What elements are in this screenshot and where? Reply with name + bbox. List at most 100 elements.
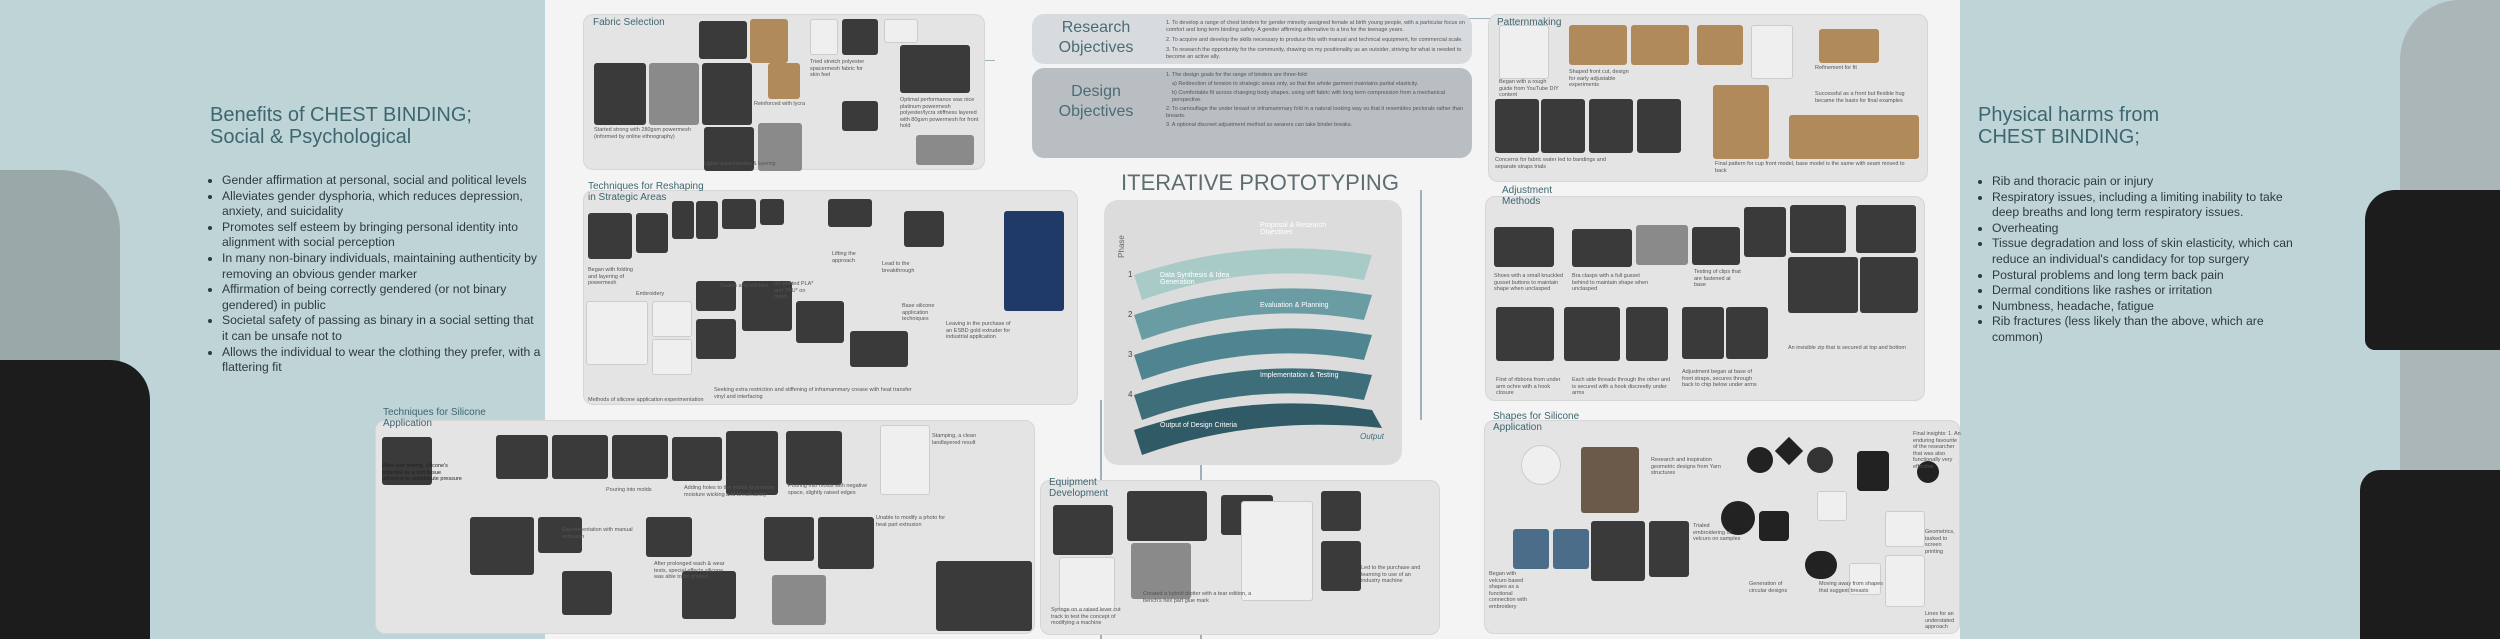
fabric-photo	[900, 45, 970, 93]
caption: Final pattern for cup front model, base …	[1715, 161, 1905, 174]
shape-photo	[1849, 563, 1881, 595]
fabric-photo	[842, 101, 878, 131]
shape-icon	[1857, 451, 1889, 491]
fabric-photo	[702, 63, 752, 125]
fabric-photo	[704, 127, 754, 171]
phase-number: 4	[1128, 390, 1133, 399]
shape-photo	[1513, 529, 1549, 569]
caption: Research and inspiration geometric desig…	[1651, 457, 1721, 476]
shape-icon	[1759, 511, 1789, 541]
adjustment-photo	[1572, 229, 1632, 267]
design-objectives: Design Objectives 1. The design goals fo…	[1032, 68, 1472, 158]
band-label: Data Synthesis & Idea Generation	[1160, 272, 1230, 286]
caption: After prolonged wash & wear tests, speci…	[654, 561, 725, 580]
phase-number: 3	[1128, 350, 1133, 359]
caption: Lighter powermeshes & layering	[704, 161, 776, 167]
spiral-band	[1134, 368, 1372, 420]
silicone-photo	[726, 431, 778, 495]
portrait-right-clothing	[2365, 190, 2500, 350]
caption: Adjustment began at base of front straps…	[1682, 369, 1757, 388]
equipment-photo	[1131, 543, 1191, 599]
reshape-photo	[636, 213, 668, 253]
section-title: Shapes for Silicone Application	[1493, 411, 1580, 433]
right-panel: Physical harms from CHEST BINDING; Rib a…	[1960, 0, 2500, 639]
shape-icon	[1807, 447, 1833, 473]
reshape-photo	[696, 319, 736, 359]
left-title-line2: Social & Psychological	[210, 126, 412, 148]
reshape-photo	[652, 339, 692, 375]
caption: 3D printed PLA* and TPU* on mesh	[774, 281, 814, 300]
spiral-band	[1134, 403, 1382, 455]
research-objectives-text: 1. To develop a range of chest binders f…	[1166, 20, 1465, 60]
caption: Methods of silicone application experime…	[588, 397, 704, 403]
list-item: Alleviates gender dysphoria, which reduc…	[222, 189, 543, 220]
reshape-photo	[696, 201, 718, 239]
list-item: Gender affirmation at personal, social a…	[222, 173, 543, 189]
phase-number: 2	[1128, 310, 1133, 319]
list-item: Respiratory issues, including a limiting…	[1992, 190, 2308, 221]
silicone-photo	[682, 571, 736, 619]
silicone-photo	[470, 517, 534, 575]
section-title: Patternmaking	[1497, 17, 1562, 28]
list-item: Allows the individual to wear the clothi…	[222, 345, 543, 376]
caption: Pouring into molds with negative space, …	[788, 483, 868, 496]
reshape-photo	[586, 301, 648, 365]
shape-photo	[1885, 555, 1925, 607]
shape-photo	[1649, 521, 1689, 577]
caption: Seams and stitches	[720, 283, 768, 289]
caption: Lead to the breakthrough	[882, 261, 915, 274]
left-benefits-list: Gender affirmation at personal, social a…	[208, 173, 543, 376]
silicone-photo	[612, 435, 668, 479]
caption: Each side threads through the other and …	[1572, 377, 1671, 396]
caption: Lifting the approach	[832, 251, 856, 264]
fabric-selection-card: Fabric Selection Started strong with 280…	[583, 14, 985, 171]
pattern-photo	[1589, 99, 1633, 153]
adjustment-photo	[1856, 205, 1916, 253]
shape-photo	[1553, 529, 1589, 569]
shape-photo	[1885, 511, 1925, 547]
left-panel: Benefits of CHEST BINDING; Social & Psyc…	[0, 0, 545, 639]
list-item: Affirmation of being correctly gendered …	[222, 282, 543, 313]
silicone-photo	[552, 435, 608, 479]
band-label: Evaluation & Planning	[1260, 302, 1329, 309]
pattern-photo	[1631, 25, 1689, 65]
band-label: Proposal & Research Objectives	[1260, 222, 1327, 236]
spiral-band	[1134, 248, 1372, 300]
left-title: Benefits of CHEST BINDING; Social & Psyc…	[210, 104, 540, 148]
reshape-photo	[850, 331, 908, 367]
silicone-photo	[764, 517, 814, 561]
caption: Created a hybrid plotter with a tear edi…	[1143, 591, 1252, 604]
list-item: In many non-binary individuals, maintain…	[222, 251, 543, 282]
list-item: Dermal conditions like rashes or irritat…	[1992, 283, 2308, 299]
caption: Geometrics, tasked to screen printing	[1925, 529, 1955, 555]
shapes-card: Shapes for Silicone Application Began wi…	[1484, 411, 1961, 634]
reshape-photo	[588, 213, 632, 259]
reshape-photo	[904, 211, 944, 247]
equipment-photo	[1059, 557, 1115, 611]
caption: Testing of clips that are fastened at ba…	[1694, 269, 1741, 288]
reshape-photo	[828, 199, 872, 227]
caption: Bra clasps with a full gusset behind to …	[1572, 273, 1649, 292]
caption: Shoes with a small knuckled gusset butto…	[1494, 273, 1564, 292]
reshape-photo	[696, 281, 736, 311]
caption: Stamping, a clean landlayered result	[932, 433, 977, 446]
pattern-photo	[1789, 115, 1919, 159]
equipment-photo	[1127, 491, 1207, 541]
left-title-line1: Benefits of CHEST BINDING;	[210, 104, 472, 126]
shape-photo	[1581, 447, 1639, 513]
caption: Began with folding and layering of power…	[588, 267, 633, 286]
silicone-photo	[382, 437, 432, 485]
adjustment-photo	[1636, 225, 1688, 265]
adjustment-photo	[1626, 307, 1668, 361]
list-item: Tissue degradation and loss of skin elas…	[1992, 236, 2308, 267]
shape-icon	[1747, 447, 1773, 473]
silicone-photo	[772, 575, 826, 625]
portrait-left-clothing	[0, 360, 150, 639]
research-objectives: Research Objectives 1. To develop a rang…	[1032, 14, 1472, 64]
fabric-photo	[810, 19, 838, 55]
pattern-photo	[1713, 85, 1769, 159]
list-item: Rib and thoracic pain or injury	[1992, 174, 2308, 190]
pattern-photo	[1637, 99, 1681, 153]
iterative-prototyping-title: ITERATIVE PROTOTYPING	[1121, 170, 1399, 195]
phase-label: Phase	[1116, 235, 1126, 258]
